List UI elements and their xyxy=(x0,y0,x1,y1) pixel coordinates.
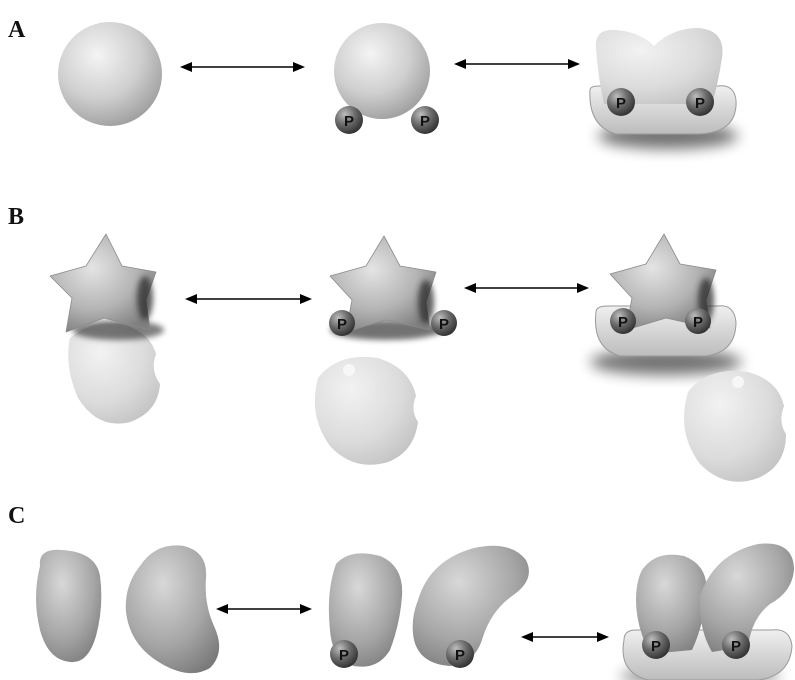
panel-b-phosphorylated-complex: P P xyxy=(329,236,457,340)
panel-c: C P P xyxy=(8,503,794,680)
panel-a-arrow-1 xyxy=(180,62,305,72)
phospho-group: P xyxy=(610,308,636,334)
panel-c-phosphorylated-subunits: P P xyxy=(329,546,529,668)
panel-b-released-partner xyxy=(684,371,786,482)
phospho-group: P xyxy=(607,88,635,116)
panel-c-arrow-2 xyxy=(521,632,609,642)
svg-text:P: P xyxy=(618,314,628,331)
panel-a-label: A xyxy=(8,17,26,43)
panel-b-arrow-1 xyxy=(185,294,312,304)
phospho-group: P xyxy=(329,310,355,336)
svg-text:P: P xyxy=(731,638,741,655)
panel-a: A P P xyxy=(8,17,738,149)
phospho-group: P xyxy=(686,88,714,116)
phospho-group: P xyxy=(642,631,670,659)
panel-c-arrow-1 xyxy=(216,604,312,614)
phospho-group: P xyxy=(685,308,711,334)
svg-text:P: P xyxy=(339,647,349,664)
phospho-group: P xyxy=(722,631,750,659)
svg-text:P: P xyxy=(651,638,661,655)
phospho-group: P xyxy=(411,106,439,134)
panel-a-bound-complex: P P xyxy=(590,28,738,149)
panel-a-arrow-2 xyxy=(454,59,580,69)
panel-c-bound-dimer: P P xyxy=(620,544,794,680)
phospho-group: P xyxy=(446,640,474,668)
panel-b-released-partner xyxy=(315,357,418,465)
panel-a-phosphorylated-protein: P P xyxy=(334,23,439,134)
panel-b-bound-complex: P P xyxy=(590,234,742,375)
svg-text:P: P xyxy=(344,113,354,130)
svg-text:P: P xyxy=(695,95,705,112)
svg-text:P: P xyxy=(420,113,430,130)
svg-text:P: P xyxy=(693,314,703,331)
panel-b-label: B xyxy=(8,204,24,230)
phospho-group: P xyxy=(330,640,358,668)
panel-b: B P P xyxy=(8,204,786,482)
svg-text:P: P xyxy=(455,647,465,664)
phospho-group: P xyxy=(431,310,457,336)
panel-c-label: C xyxy=(8,503,25,529)
svg-text:P: P xyxy=(616,95,626,112)
phospho-group: P xyxy=(335,106,363,134)
panel-a-unphosphorylated-protein xyxy=(58,22,162,126)
svg-text:P: P xyxy=(337,316,347,333)
panel-b-arrow-2 xyxy=(464,283,589,293)
panel-b-unphosphorylated-complex xyxy=(50,234,164,424)
svg-text:P: P xyxy=(439,316,449,333)
panel-c-separated-subunits xyxy=(36,545,219,673)
